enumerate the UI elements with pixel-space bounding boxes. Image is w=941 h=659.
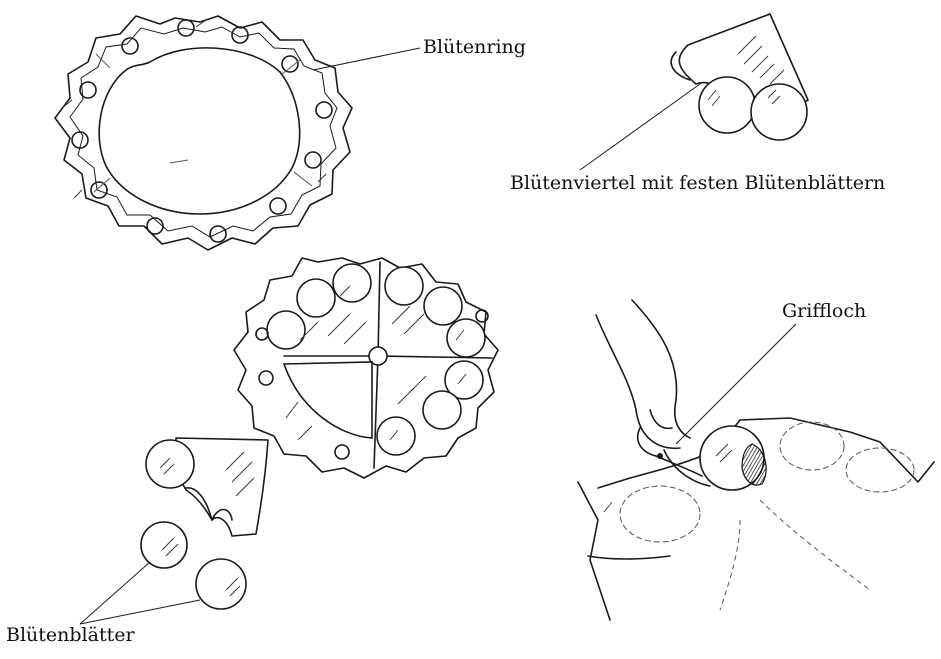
- assembled-flower: [234, 258, 498, 478]
- loose-petals: [80, 522, 246, 624]
- label-bluetenblaetter: Blütenblätter: [6, 624, 135, 646]
- label-bluetenviertel: Blütenviertel mit festen Blütenblättern: [510, 172, 885, 194]
- label-griffloch: Griffloch: [782, 300, 866, 322]
- blossom-ring: [55, 16, 420, 250]
- blossom-quarter-with-petals: [580, 14, 808, 170]
- label-bluetenring: Blütenring: [423, 36, 526, 58]
- hand-grip-scene: [578, 300, 934, 620]
